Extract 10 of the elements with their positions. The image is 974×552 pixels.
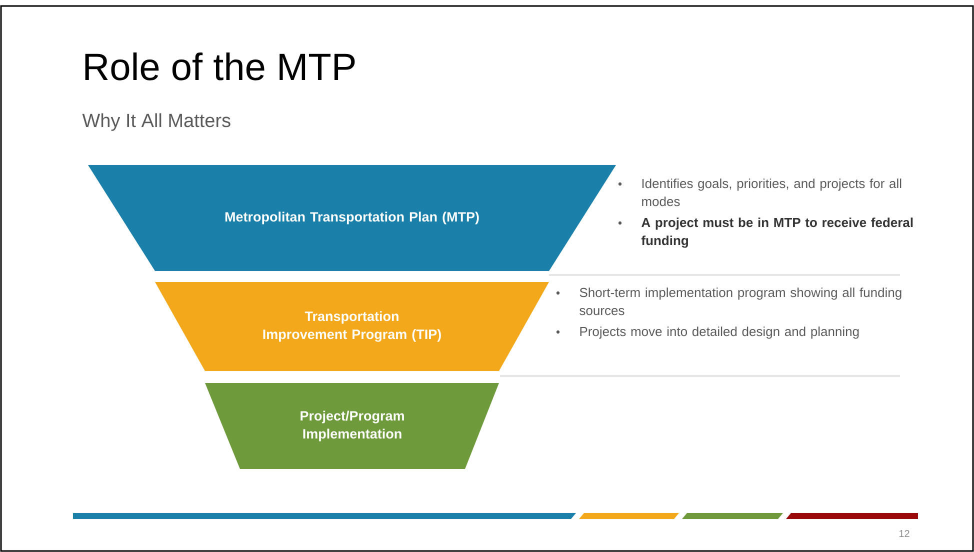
bullet-point: A project must be in MTP to receive federal funding (618, 218, 913, 248)
funnel-segment: Project/Program Implementation (205, 383, 499, 469)
page-number: 12 (899, 530, 910, 537)
bullet-point: Identifies goals, priorities, and projects for all modes (618, 178, 902, 206)
bullet-point: Short-term implementation program showing all funding sources (556, 288, 902, 316)
title: Role of the MTP (85, 52, 355, 80)
funnel-segment: Metropolitan Transportation Plan (MTP) (88, 165, 616, 271)
bullet-point: Projects move into detailed design and planning (556, 326, 859, 339)
funnel-segment: Transportation Improvement Program (TIP) (155, 282, 549, 371)
subtitle: Why It All Matters (82, 113, 230, 131)
